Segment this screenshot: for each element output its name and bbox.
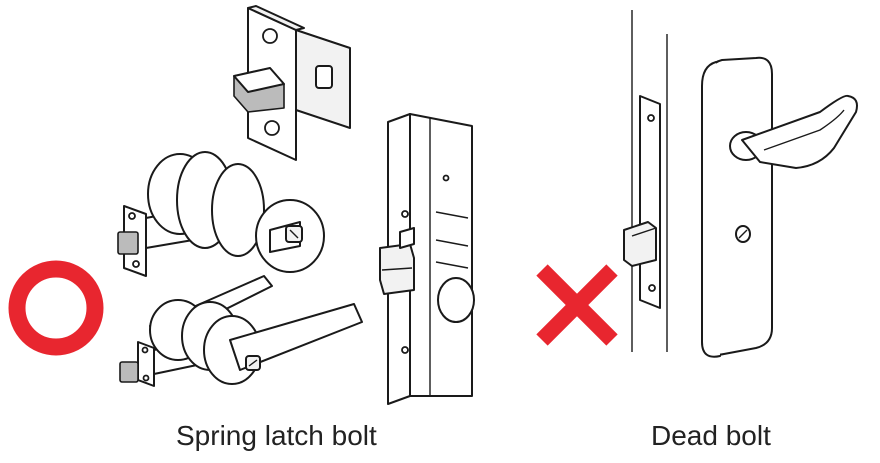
spring-latch-bolt-caption: Spring latch bolt <box>176 420 377 451</box>
mortise-latch-illustration <box>379 113 475 405</box>
incorrect-cross-icon <box>536 264 618 346</box>
correct-circle-icon <box>8 260 104 356</box>
lever-lock-illustration <box>119 275 363 387</box>
dead-bolt-illustration <box>623 10 668 352</box>
knob-lock-illustration <box>117 151 325 277</box>
dead-bolt-caption: Dead bolt <box>651 420 771 451</box>
lever-handle-plate-illustration <box>701 56 858 358</box>
tubular-latch-illustration <box>233 5 351 161</box>
